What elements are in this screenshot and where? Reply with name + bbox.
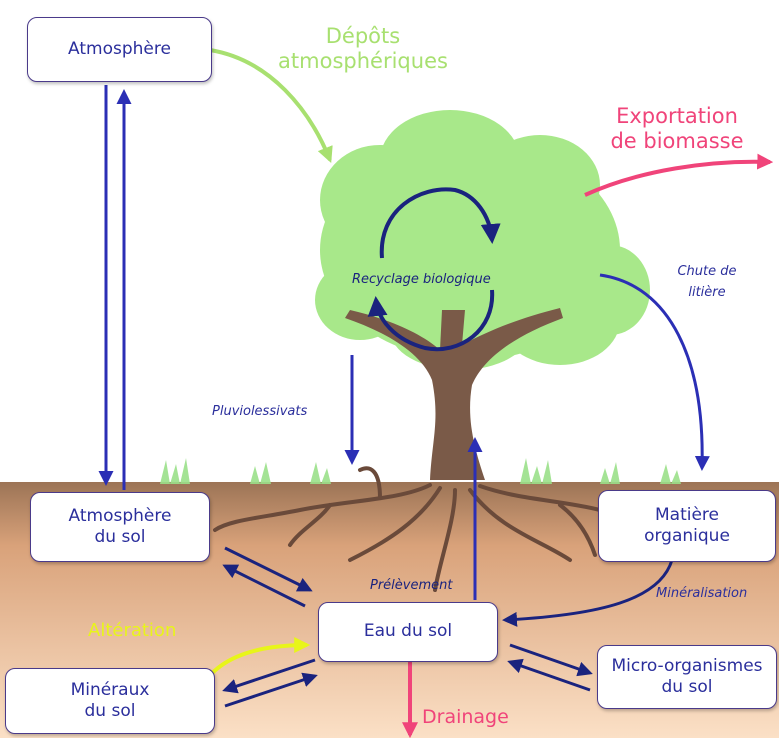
box-mineraux-du-sol: Minéraux du sol — [5, 668, 215, 734]
label-chute-line2: litière — [672, 283, 742, 304]
label-prelevement-text: Prélèvement — [370, 578, 452, 593]
box-matiere-organique: Matière organique — [598, 490, 776, 562]
box-atmosphere-du-sol-line1: Atmosphère — [69, 506, 172, 527]
box-eau-du-sol-label: Eau du sol — [364, 621, 452, 642]
box-atmosphere-label: Atmosphère — [68, 39, 171, 60]
label-alteration-text: Altération — [88, 620, 176, 641]
label-pluviolessivats: Pluviolessivats — [212, 404, 307, 419]
label-drainage-text: Drainage — [422, 706, 509, 728]
label-drainage: Drainage — [422, 706, 509, 728]
label-alteration: Altération — [88, 620, 176, 641]
box-atmosphere-du-sol: Atmosphère du sol — [30, 492, 210, 562]
box-atmosphere-du-sol-line2: du sol — [69, 527, 172, 548]
box-micro-organismes: Micro-organismes du sol — [597, 645, 777, 709]
label-mineralisation: Minéralisation — [656, 586, 747, 601]
box-micro-line2: du sol — [611, 677, 762, 698]
label-recyclage-biologique: Recyclage biologique — [352, 272, 491, 287]
box-matiere-line1: Matière — [644, 505, 730, 526]
label-exportation-line2: de biomasse — [592, 129, 762, 154]
grass-tufts — [160, 458, 681, 484]
label-chute-de-litiere: Chute de litière — [672, 262, 742, 304]
box-eau-du-sol: Eau du sol — [318, 602, 498, 662]
label-depots-line2: atmosphériques — [278, 49, 448, 74]
box-mineraux-line2: du sol — [71, 701, 150, 722]
box-mineraux-line1: Minéraux — [71, 680, 150, 701]
box-micro-line1: Micro-organismes — [611, 656, 762, 677]
box-atmosphere: Atmosphère — [27, 17, 212, 82]
label-exportation-biomasse: Exportation de biomasse — [592, 104, 762, 154]
label-pluviolessivats-text: Pluviolessivats — [212, 404, 307, 419]
label-exportation-line1: Exportation — [592, 104, 762, 129]
label-chute-line1: Chute de — [672, 262, 742, 283]
box-matiere-line2: organique — [644, 526, 730, 547]
label-prelevement: Prélèvement — [370, 578, 452, 593]
label-recyclage-text: Recyclage biologique — [352, 272, 491, 287]
label-mineralisation-text: Minéralisation — [656, 586, 747, 601]
label-depots-line1: Dépôts — [278, 24, 448, 49]
label-depots-atmospheriques: Dépôts atmosphériques — [278, 24, 448, 74]
arrow-exportation — [585, 162, 770, 195]
